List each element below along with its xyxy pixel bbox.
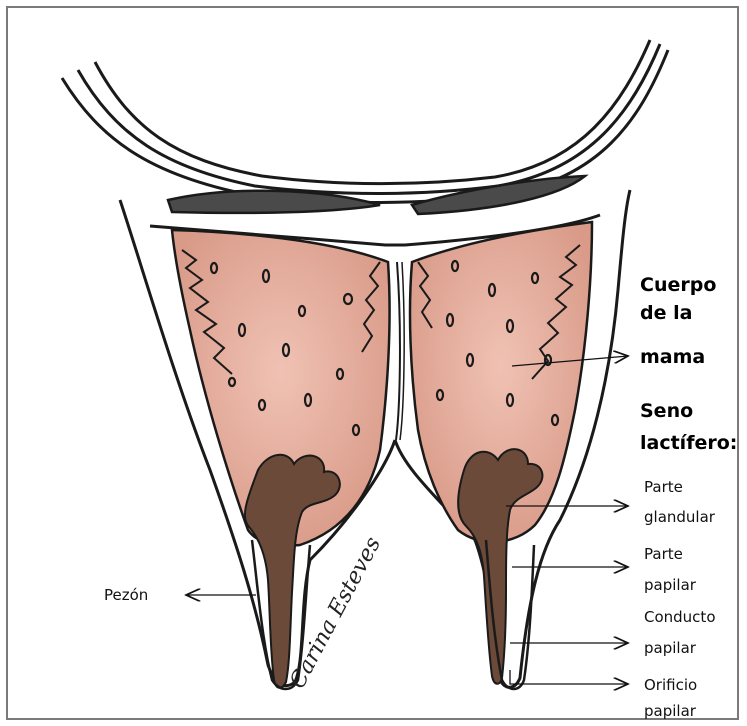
arrow-orificio-papilar bbox=[510, 670, 628, 684]
label-pezon: Pezón bbox=[104, 584, 148, 606]
label-orificio-line2: papilar bbox=[644, 700, 696, 722]
label-parte-papilar-line2: papilar bbox=[644, 574, 696, 596]
label-parte-papilar-line1: Parte bbox=[644, 543, 683, 565]
median-septum bbox=[396, 262, 400, 440]
label-parte-glandular-line1: Parte bbox=[644, 476, 683, 498]
label-conducto-line1: Conducto bbox=[644, 606, 716, 628]
label-conducto-line2: papilar bbox=[644, 637, 696, 659]
label-seno-line2: lactífero: bbox=[640, 430, 737, 457]
label-seno-line1: Seno bbox=[640, 398, 693, 425]
label-cuerpo-line2: de la bbox=[640, 300, 692, 327]
artist-signature: Carina Esteves bbox=[285, 533, 386, 693]
svg-text:Carina Esteves: Carina Esteves bbox=[285, 533, 386, 693]
label-cuerpo-line3: mama bbox=[640, 344, 705, 371]
label-orificio-line1: Orificio bbox=[644, 674, 697, 696]
label-parte-glandular-line2: glandular bbox=[644, 506, 715, 528]
label-cuerpo-line1: Cuerpo bbox=[640, 272, 716, 299]
